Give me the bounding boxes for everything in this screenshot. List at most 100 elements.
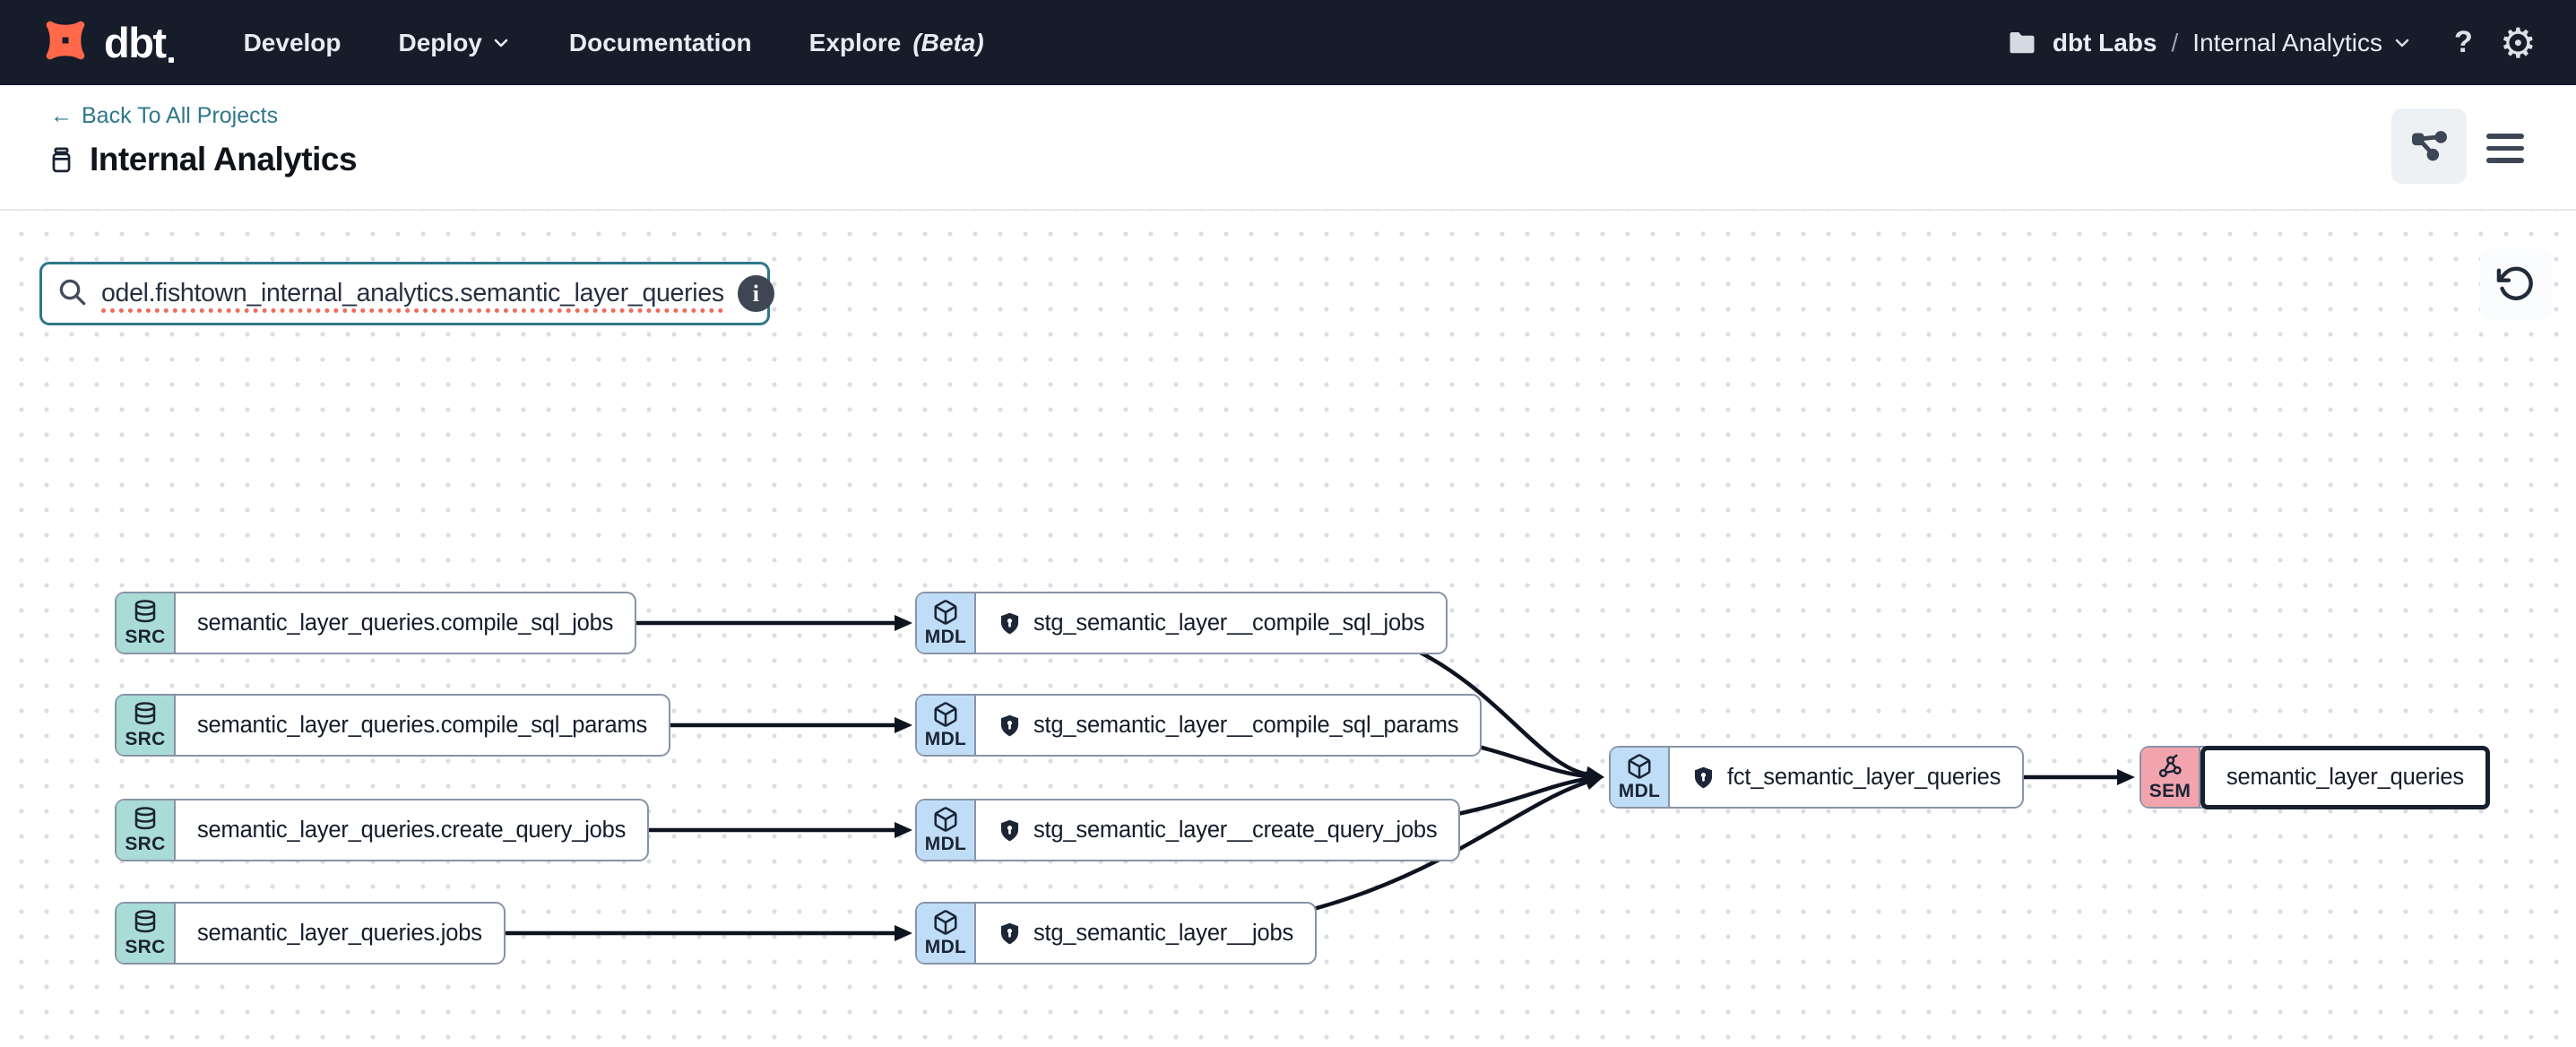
node-source-compile-sql-params[interactable]: SRC semantic_layer_queries.compile_sql_pa… xyxy=(115,694,671,757)
node-body: stg_semantic_layer__jobs xyxy=(976,904,1315,963)
nav-item-documentation[interactable]: Documentation xyxy=(568,28,752,56)
src-badge: SRC xyxy=(117,800,176,860)
shield-icon xyxy=(998,611,1022,636)
node-body: semantic_layer_queries.jobs xyxy=(176,904,504,963)
breadcrumb-separator: / xyxy=(2171,28,2179,56)
chevron-down-icon[interactable] xyxy=(2391,32,2413,54)
mdl-type-icon xyxy=(1628,753,1651,779)
project-jar-icon xyxy=(47,145,76,175)
nav-item-develop[interactable]: Develop xyxy=(243,28,341,56)
info-icon[interactable]: i xyxy=(737,275,774,312)
badge-label: MDL xyxy=(1618,780,1661,801)
back-to-projects-link[interactable]: ← Back To All Projects xyxy=(50,103,279,128)
node-semantic-layer-queries[interactable]: SEM semantic_layer_queries xyxy=(2139,745,2490,809)
badge-label: SRC xyxy=(125,833,166,854)
node-label: stg_semantic_layer__compile_sql_jobs xyxy=(1033,610,1425,636)
help-icon[interactable]: ? xyxy=(2453,25,2473,59)
node-label: stg_semantic_layer__jobs xyxy=(1033,920,1294,946)
nav-menu: Develop Deploy Documentation Explore (Be… xyxy=(244,29,984,57)
top-navbar: dbt Develop Deploy Documentation Explore… xyxy=(0,0,2576,85)
badge-label: SEM xyxy=(2148,780,2191,801)
node-stg-create-query-jobs[interactable]: MDL stg_semantic_layer__create_query_jobs xyxy=(915,799,1461,861)
mdl-badge: MDL xyxy=(917,696,976,755)
node-label: semantic_layer_queries.jobs xyxy=(197,920,482,946)
mdl-type-icon xyxy=(934,599,957,625)
lineage-view-button[interactable] xyxy=(2391,108,2467,184)
node-fct-semantic-layer-queries[interactable]: MDL fct_semantic_layer_queries xyxy=(1609,746,2025,809)
brand-text: dbt xyxy=(104,19,167,66)
node-stg-compile-sql-jobs[interactable]: MDL stg_semantic_layer__compile_sql_jobs xyxy=(915,592,1448,654)
mdl-type-icon xyxy=(934,701,957,727)
src-badge: SRC xyxy=(117,904,176,963)
node-body: semantic_layer_queries xyxy=(2200,745,2490,809)
node-label: semantic_layer_queries.compile_sql_param… xyxy=(197,712,648,738)
node-body: semantic_layer_queries.compile_sql_param… xyxy=(176,696,669,755)
mdl-badge: MDL xyxy=(1611,748,1670,807)
node-label: stg_semantic_layer__create_query_jobs xyxy=(1033,817,1438,843)
badge-label: MDL xyxy=(924,626,967,647)
dbt-logo[interactable]: dbt xyxy=(39,14,174,71)
nav-account-area: dbt Labs / Internal Analytics ? ⚙ xyxy=(2006,22,2537,64)
brand-trademark-dot xyxy=(168,57,174,63)
badge-label: SRC xyxy=(125,728,166,749)
search-input[interactable]: odel.fishtown_internal_analytics.semanti… xyxy=(39,262,774,325)
node-label: semantic_layer_queries xyxy=(2226,764,2464,790)
node-source-compile-sql-jobs[interactable]: SRC semantic_layer_queries.compile_sql_jo… xyxy=(115,592,637,654)
badge-label: MDL xyxy=(924,936,967,957)
node-body: stg_semantic_layer__create_query_jobs xyxy=(976,800,1458,860)
badge-label: SRC xyxy=(125,626,166,647)
badge-label: SRC xyxy=(125,936,166,957)
back-arrow-icon: ← xyxy=(50,103,73,128)
node-body: stg_semantic_layer__compile_sql_params xyxy=(976,696,1480,755)
src-badge: SRC xyxy=(117,696,176,755)
node-stg-compile-sql-params[interactable]: MDL stg_semantic_layer__compile_sql_param… xyxy=(915,694,1482,757)
node-label: fct_semantic_layer_queries xyxy=(1727,764,2001,790)
src-type-icon xyxy=(134,909,156,932)
badge-label: MDL xyxy=(924,728,967,749)
node-label: semantic_layer_queries.compile_sql_jobs xyxy=(197,610,614,636)
sem-badge: SEM xyxy=(2141,748,2200,807)
lineage-icon xyxy=(2408,124,2450,169)
reset-icon xyxy=(2496,264,2536,307)
shield-icon xyxy=(998,922,1022,946)
node-body: fct_semantic_layer_queries xyxy=(1670,748,2022,807)
node-label: semantic_layer_queries.create_query_jobs xyxy=(197,817,627,843)
dbt-logo-icon xyxy=(39,14,91,71)
src-type-icon xyxy=(134,599,156,622)
mdl-badge: MDL xyxy=(917,800,976,860)
folder-icon xyxy=(2006,27,2038,59)
chevron-down-icon xyxy=(490,32,512,54)
src-type-icon xyxy=(134,806,156,829)
node-source-create-query-jobs[interactable]: SRC semantic_layer_queries.create_query_j… xyxy=(115,799,650,861)
search-icon xyxy=(56,276,88,312)
reset-view-button[interactable] xyxy=(2480,249,2552,321)
sem-type-icon xyxy=(2158,753,2182,777)
explore-beta-tag: (Beta) xyxy=(912,28,984,56)
src-badge: SRC xyxy=(117,593,176,653)
page-title: Internal Analytics xyxy=(90,141,358,177)
gear-icon[interactable]: ⚙ xyxy=(2499,19,2537,66)
node-body: stg_semantic_layer__compile_sql_jobs xyxy=(976,593,1446,653)
menu-button[interactable] xyxy=(2486,134,2524,163)
mdl-type-icon xyxy=(934,806,957,832)
node-body: semantic_layer_queries.compile_sql_jobs xyxy=(176,593,635,653)
mdl-type-icon xyxy=(934,909,957,935)
node-stg-jobs[interactable]: MDL stg_semantic_layer__jobs xyxy=(915,902,1318,965)
mdl-badge: MDL xyxy=(917,904,976,963)
nav-item-explore[interactable]: Explore (Beta) xyxy=(808,28,984,56)
title-row: Internal Analytics xyxy=(47,141,358,178)
shield-icon xyxy=(1691,766,1716,790)
badge-label: MDL xyxy=(924,833,967,854)
node-body: semantic_layer_queries.create_query_jobs xyxy=(176,800,647,860)
account-name[interactable]: dbt Labs xyxy=(2052,28,2157,56)
shield-icon xyxy=(998,818,1022,843)
src-type-icon xyxy=(134,701,156,724)
node-source-jobs[interactable]: SRC semantic_layer_queries.jobs xyxy=(115,902,506,965)
project-selector[interactable]: Internal Analytics xyxy=(2192,28,2382,56)
page-header: ← Back To All Projects Internal Analytic… xyxy=(0,85,2576,211)
search-value: odel.fishtown_internal_analytics.semanti… xyxy=(101,279,724,307)
mdl-badge: MDL xyxy=(917,593,976,653)
nav-item-deploy[interactable]: Deploy xyxy=(399,29,512,57)
node-label: stg_semantic_layer__compile_sql_params xyxy=(1033,712,1459,738)
lineage-canvas[interactable]: odel.fishtown_internal_analytics.semanti… xyxy=(0,211,2576,1045)
